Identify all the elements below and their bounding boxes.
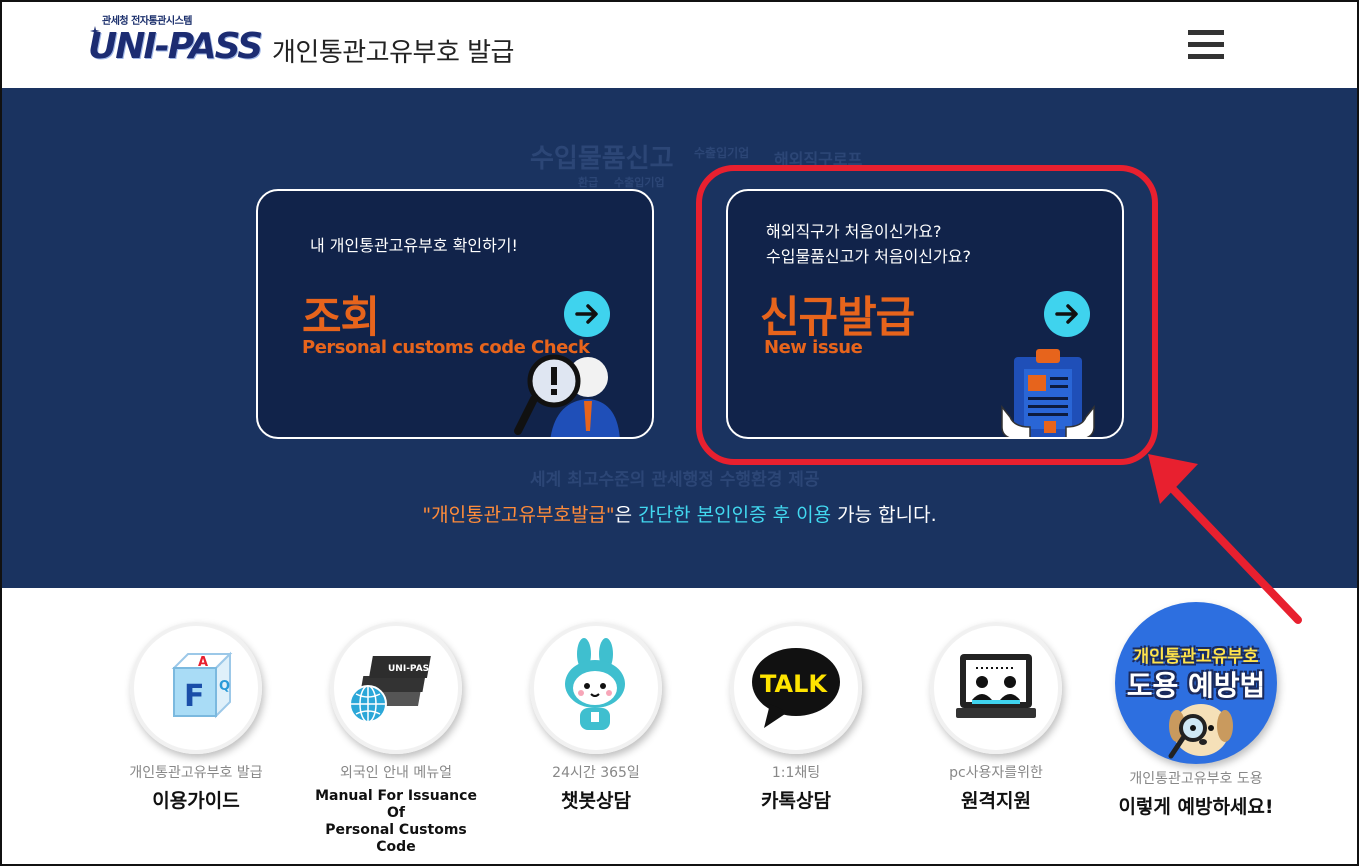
new-issue-card-title: 신규발급 [760, 293, 915, 343]
notice-part2: 은 [614, 504, 639, 526]
background-word: 환급 [578, 176, 599, 189]
quick-link-subtitle: 개인통관고유부호 발급 [129, 765, 263, 781]
quick-link-circle [530, 622, 662, 754]
new-issue-card[interactable]: 해외직구가 처음이신가요? 수입물품신고가 처음이신가요? 신규발급 New i… [726, 189, 1124, 439]
svg-text:Q: Q [219, 679, 230, 694]
quick-link-title: 카톡상담 [761, 790, 831, 812]
check-arrow-button[interactable] [564, 291, 610, 337]
hero-banner: 수입물품신고 수출입기업 해외직구로프 환급 수출입기업 세계 최고수준의 관세… [2, 88, 1357, 588]
quick-link-subtitle: 24시간 365일 [552, 765, 640, 781]
svg-text:F: F [184, 679, 205, 714]
faq-cube-icon: F A Q [171, 651, 233, 719]
new-issue-description-line1: 해외직구가 처음이신가요? [766, 222, 942, 241]
svg-text:A: A [198, 655, 208, 670]
fraud-badge-line1: 개인통관고유부호 [1133, 647, 1259, 667]
quick-link-circle: TALK [730, 622, 862, 754]
logo-text: UNI-PASS [88, 26, 263, 67]
check-card-description: 내 개인통관고유부호 확인하기! [310, 236, 518, 255]
quick-link-remote[interactable]: pc사용자를위한 원격지원 [906, 622, 1086, 813]
arrow-right-icon [1055, 304, 1078, 324]
check-card-subtitle: Personal customs code Check [302, 337, 590, 358]
check-card[interactable]: 내 개인통관고유부호 확인하기! 조회 Personal customs cod… [256, 189, 654, 439]
quick-link-subtitle: pc사용자를위한 [949, 765, 1043, 781]
quick-link-kakao[interactable]: TALK 1:1채팅 카톡상담 [706, 622, 886, 813]
background-word: 수입물품신고 [530, 144, 674, 174]
globe-books-icon: UNI-PASS [349, 656, 435, 723]
notice-text: "개인통관고유부호발급"은 간단한 본인인증 후 이용 가능 합니다. [2, 500, 1357, 527]
hamburger-menu-icon[interactable] [1188, 30, 1224, 64]
quick-link-subtitle: 외국인 안내 메뉴얼 [340, 765, 452, 781]
background-word: 세계 최고수준의 관세행정 수행환경 제공 [530, 470, 820, 490]
new-issue-description-line2: 수입물품신고가 처음이신가요? [766, 247, 971, 266]
quick-link-title-line2: Personal Customs Code [325, 822, 467, 855]
quick-link-title-line1: Manual For Issuance Of [315, 788, 477, 821]
quick-link-title: 이용가이드 [152, 790, 240, 812]
remote-monitor-icon [956, 654, 1036, 718]
svg-text:TALK: TALK [760, 670, 828, 698]
check-card-title: 조회 [302, 293, 380, 343]
rabbit-chatbot-icon [565, 638, 625, 730]
background-word: 수출입기업 [614, 176, 665, 189]
new-issue-card-description: 해외직구가 처음이신가요? 수입물품신고가 처음이신가요? [766, 219, 971, 269]
notice-part3: 간단한 본인인증 후 이용 [638, 504, 832, 526]
quick-link-title: Manual For Issuance Of Personal Customs … [306, 788, 486, 856]
kakao-talk-icon: TALK [752, 648, 840, 728]
quick-link-subtitle: 1:1채팅 [771, 765, 821, 781]
quick-link-circle: F A Q [130, 622, 262, 754]
quick-link-subtitle: 개인통관고유부호 도용 [1129, 771, 1263, 787]
logo-subtitle: 관세청 전자통관시스템 [102, 16, 192, 27]
svg-text:UNI-PASS: UNI-PASS [388, 664, 435, 674]
header: 관세청 전자통관시스템 UNI-PASS 개인통관고유부호 발급 [2, 2, 1357, 88]
quick-link-fraud-prevention[interactable]: 개인통관고유부호 도용 예방법 개인통관고유부호 도용 이렇게 예방하세요! [1106, 602, 1286, 819]
background-word: 해외직구로프 [774, 150, 863, 169]
quick-link-chatbot[interactable]: 24시간 365일 챗봇상담 [506, 622, 686, 813]
quick-link-title: 챗봇상담 [561, 790, 631, 812]
new-issue-arrow-button[interactable] [1044, 291, 1090, 337]
notice-part1: "개인통관고유부호발급" [422, 504, 615, 526]
quick-link-title: 이렇게 예방하세요! [1118, 796, 1274, 818]
arrow-right-icon [575, 304, 598, 324]
fraud-badge-line2: 도용 예방법 [1126, 669, 1266, 702]
page-title: 개인통관고유부호 발급 [272, 38, 514, 68]
logo-star-icon [90, 26, 100, 36]
magnifier-person-icon [514, 354, 620, 437]
uni-pass-logo[interactable]: 관세청 전자통관시스템 UNI-PASS [88, 12, 268, 74]
clipboard-document-icon [1001, 349, 1095, 437]
background-word: 수출입기업 [694, 146, 750, 160]
quick-links: F A Q 개인통관고유부호 발급 이용가이드 UNI-PASS 외국인 안내 … [2, 588, 1357, 866]
quick-link-guide[interactable]: F A Q 개인통관고유부호 발급 이용가이드 [106, 622, 286, 813]
quick-link-circle: UNI-PASS [330, 622, 462, 754]
new-issue-card-subtitle: New issue [764, 337, 863, 358]
quick-link-circle [930, 622, 1062, 754]
red-pointer-arrow-icon [1148, 454, 1302, 624]
notice-part4: 가능 합니다. [831, 504, 937, 526]
quick-link-manual[interactable]: UNI-PASS 외국인 안내 메뉴얼 Manual For Issuance … [306, 622, 486, 856]
fraud-prevention-badge: 개인통관고유부호 도용 예방법 [1115, 602, 1277, 764]
quick-link-title: 원격지원 [961, 790, 1031, 812]
detective-dog-icon [1168, 704, 1233, 759]
